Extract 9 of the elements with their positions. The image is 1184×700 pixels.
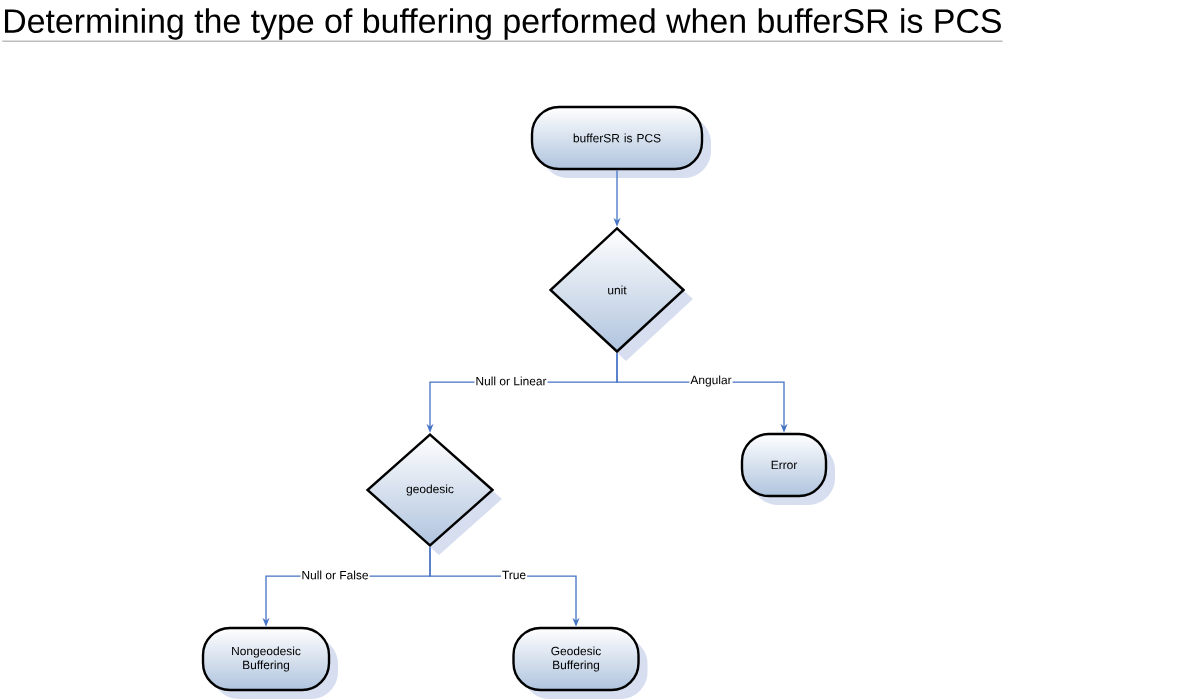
edge-label: True [500, 569, 528, 581]
terminal-box: Nongeodesic Buffering [201, 626, 338, 699]
title: Determining the type of buffering performed when bufferSR is PCS [2, 8, 1003, 42]
edge-label: Null or False [300, 569, 370, 581]
edge-label: Angular [689, 374, 733, 388]
terminal-box: Error [740, 432, 835, 505]
terminal-box: bufferSR is PCS [530, 105, 711, 178]
terminal-box: Geodesic Buffering [512, 626, 648, 699]
edge-label: Null or Linear [474, 375, 548, 387]
